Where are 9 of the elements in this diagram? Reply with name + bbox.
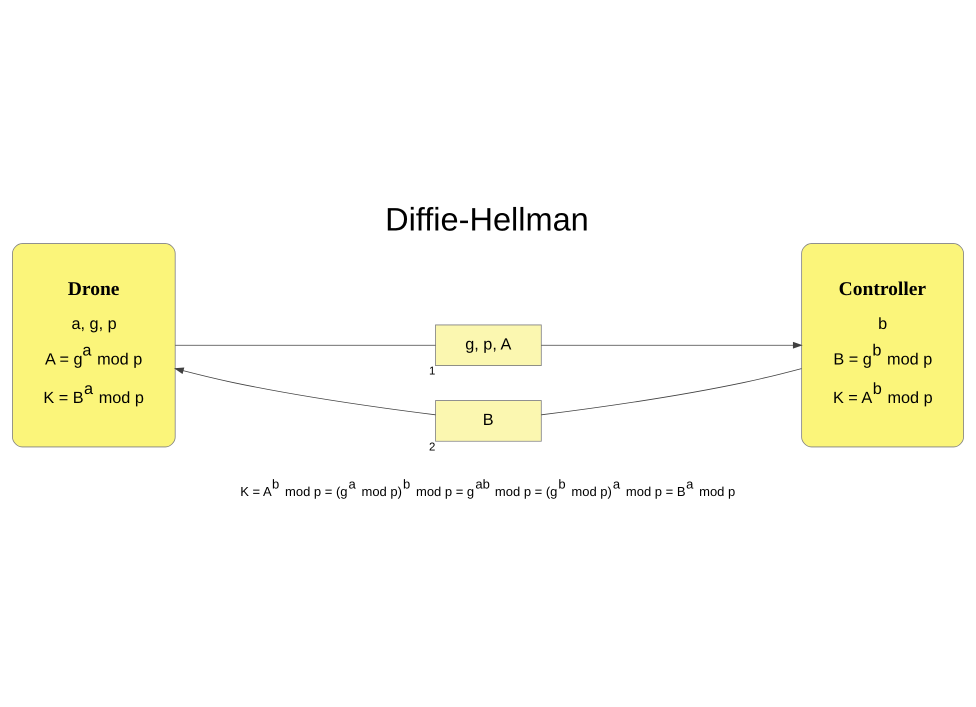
connector: [174, 344, 436, 346]
node-box: B: [435, 400, 542, 442]
node-label: 1: [429, 365, 436, 378]
arrow: [540, 341, 803, 348]
arrow: [174, 366, 436, 415]
diagram-title: Diffie-Hellman: [385, 201, 589, 238]
connector: [540, 368, 802, 415]
node-box: g, p, A: [435, 324, 542, 366]
node-label: 2: [429, 440, 436, 453]
